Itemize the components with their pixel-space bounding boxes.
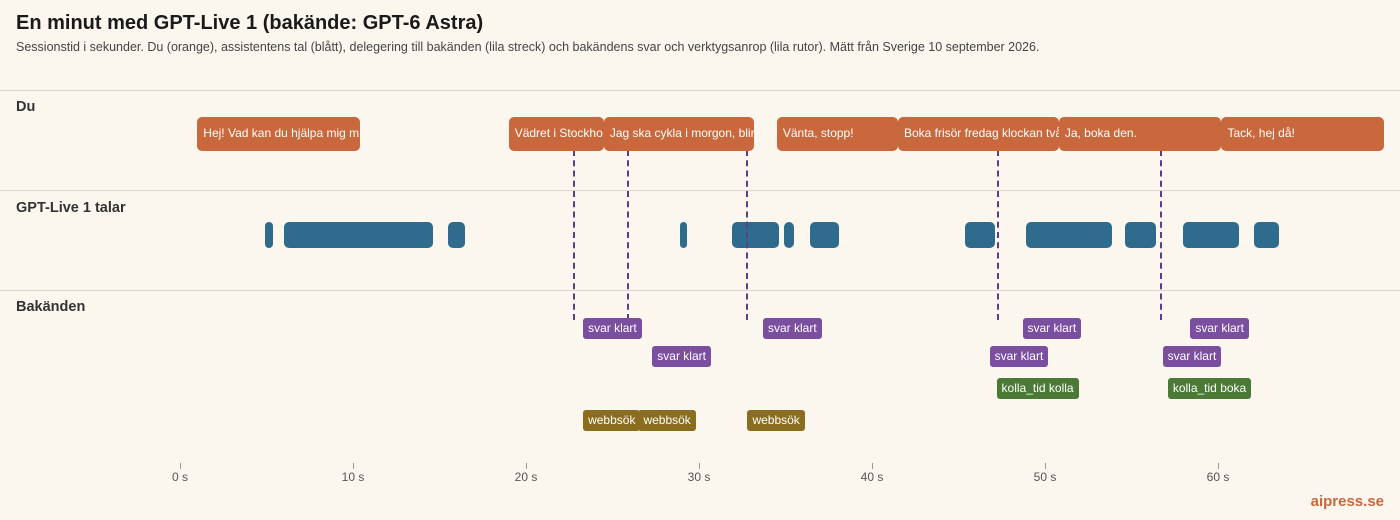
x-axis-tick-label: 10 s <box>341 470 365 484</box>
assistant-speech-bar <box>1183 222 1239 248</box>
lane-divider-user <box>0 90 1400 91</box>
chart-title: En minut med GPT-Live 1 (bakände: GPT-6 … <box>16 12 484 34</box>
x-axis-tick-label: 30 s <box>687 470 711 484</box>
backend-reply-tag: svar klart <box>1022 318 1082 339</box>
delegation-line <box>997 150 1000 320</box>
assistant-speech-bar <box>448 222 466 248</box>
x-axis-tick <box>352 463 354 469</box>
x-axis-tick <box>179 463 181 469</box>
lane-label-user: Du <box>16 99 36 115</box>
assistant-speech-bar <box>283 222 433 248</box>
backend-reply-tag: svar klart <box>989 346 1049 367</box>
backend-reply-tag: svar klart <box>1190 318 1249 339</box>
backend-websearch-tag: webbsök <box>747 410 805 431</box>
assistant-speech-bar <box>783 222 795 248</box>
assistant-speech-bar <box>679 222 687 248</box>
x-axis-tick-label: 50 s <box>1033 470 1057 484</box>
x-axis-tick <box>1217 463 1219 469</box>
user-utterance: Vänta, stopp! <box>776 117 898 151</box>
delegation-line <box>573 150 576 320</box>
lane-label-backend: Bakänden <box>16 299 86 315</box>
user-utterance: Vädret i Stockho <box>508 117 604 151</box>
backend-reply-tag: svar klart <box>652 346 711 367</box>
chart-subtitle: Sessionstid i sekunder. Du (orange), ass… <box>16 40 1040 54</box>
user-utterance: Hej! Vad kan du hjälpa mig m <box>197 117 360 151</box>
delegation-line <box>627 150 630 320</box>
x-axis-tick-label: 40 s <box>860 470 884 484</box>
x-axis-tick-label: 0 s <box>171 470 189 484</box>
x-axis-tick <box>525 463 527 469</box>
backend-tool-tag: kolla_tid kolla <box>996 378 1079 399</box>
user-utterance: Boka frisör fredag klockan två <box>897 117 1059 151</box>
x-axis-tick <box>871 463 873 469</box>
assistant-speech-bar <box>965 222 995 248</box>
user-utterance: Ja, boka den. <box>1058 117 1222 151</box>
x-axis-tick <box>698 463 700 469</box>
assistant-speech-bar <box>1254 222 1279 248</box>
brand-logo-text: aipress.se <box>1310 493 1384 510</box>
backend-reply-tag: svar klart <box>583 318 642 339</box>
x-axis-tick-label: 60 s <box>1206 470 1230 484</box>
backend-reply-tag: svar klart <box>1162 346 1222 367</box>
assistant-speech-bar <box>264 222 274 248</box>
backend-tool-tag: kolla_tid boka <box>1167 378 1252 399</box>
assistant-speech-bar <box>809 222 840 248</box>
delegation-line <box>1159 150 1162 320</box>
user-utterance: Jag ska cykla i morgon, blir de <box>603 117 755 151</box>
assistant-speech-bar <box>1124 222 1156 248</box>
lane-divider-assistant <box>0 190 1400 191</box>
backend-reply-tag: svar klart <box>763 318 822 339</box>
assistant-speech-bar <box>731 222 779 248</box>
x-axis-tick <box>1044 463 1046 469</box>
lane-label-assistant: GPT-Live 1 talar <box>16 200 126 216</box>
assistant-speech-bar <box>1025 222 1113 248</box>
backend-websearch-tag: webbsök <box>583 410 641 431</box>
backend-websearch-tag: webbsök <box>638 410 696 431</box>
delegation-line <box>746 150 749 320</box>
lane-divider-backend <box>0 290 1400 291</box>
x-axis-tick-label: 20 s <box>514 470 538 484</box>
user-utterance: Tack, hej då! <box>1221 117 1385 151</box>
